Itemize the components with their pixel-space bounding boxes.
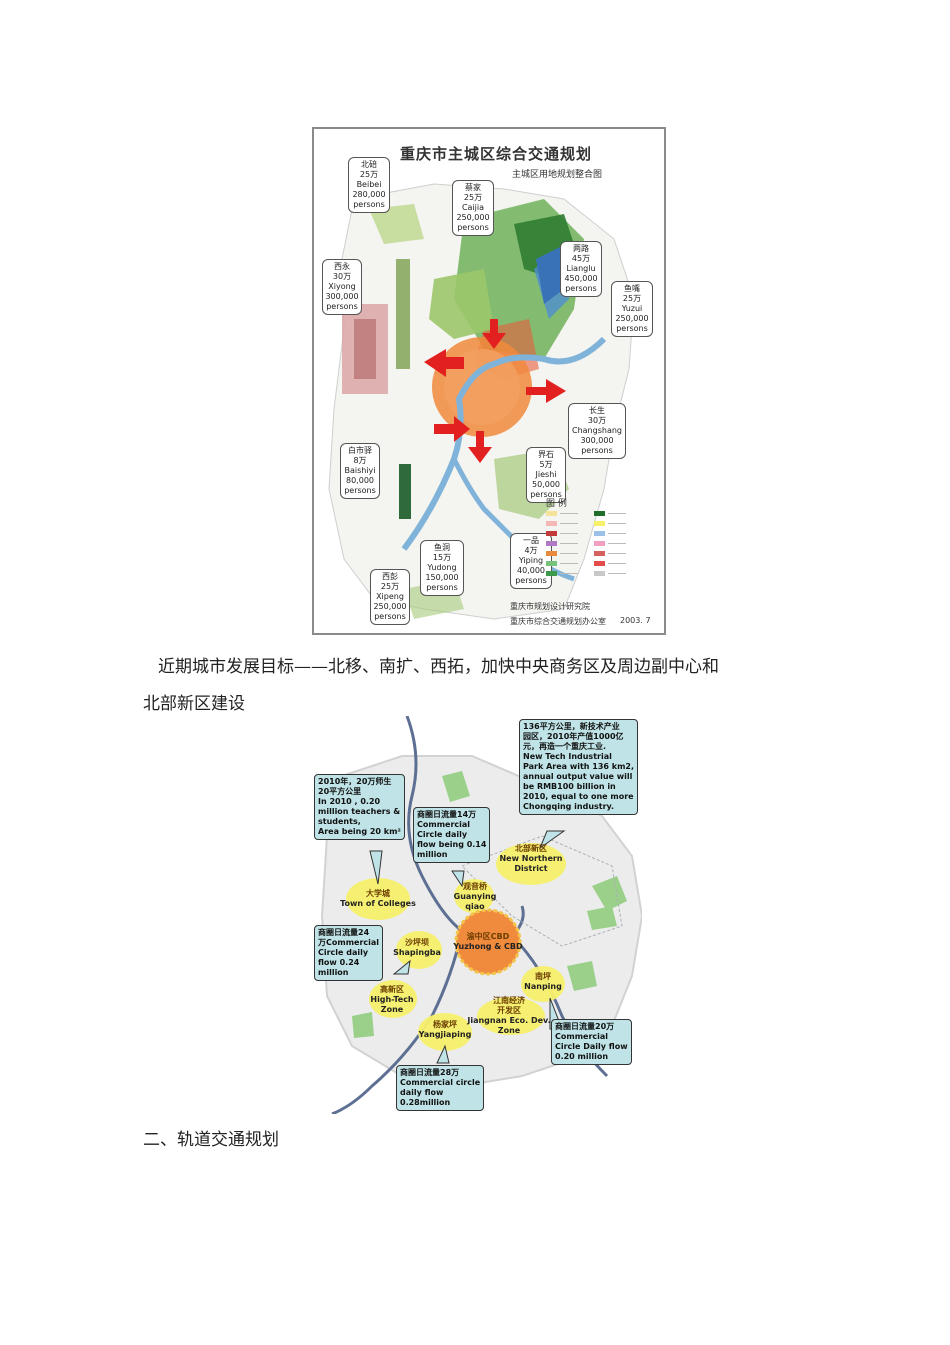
legend-swatch (594, 531, 605, 536)
legend-swatch (594, 551, 605, 556)
legend-swatch (546, 541, 557, 546)
legend-label (560, 553, 578, 554)
bubble-new-tech-park: 136平方公里，新技术产业园区，2010年产值1000亿元，再造一个重庆工业.N… (519, 719, 639, 815)
map-subtitle: 主城区用地规划整合图 (512, 170, 603, 180)
map-title: 重庆市主城区综合交通规划 (400, 145, 593, 163)
footer-date: 2003. 7 (620, 616, 651, 625)
legend-label (608, 553, 626, 554)
section-heading: 二、轨道交通规划 (143, 1130, 279, 1150)
paragraph-line-1: 近期城市发展目标——北移、南扩、西拓，加快中央商务区及周边副中心和 (158, 657, 719, 677)
legend-swatch (594, 521, 605, 526)
legend-label (560, 513, 578, 514)
footer-org2: 重庆市综合交通规划办公室 (510, 617, 606, 626)
map-graphic (328, 183, 635, 620)
legend-swatch (594, 541, 605, 546)
paragraph-line-2: 北部新区建设 (143, 694, 245, 714)
legend-swatch (594, 561, 605, 566)
legend-swatch (546, 531, 557, 536)
legend-swatch (546, 561, 557, 566)
footer-org1: 重庆市规划设计研究院 (510, 602, 590, 611)
legend-swatch (546, 551, 557, 556)
legend-swatch (546, 571, 557, 576)
legend-label (608, 513, 626, 514)
legend-label (560, 573, 578, 574)
legend-swatch (546, 511, 557, 516)
legend-swatch (594, 511, 605, 516)
legend-label (608, 573, 626, 574)
legend-title: 图 例 (546, 499, 567, 509)
legend-swatch (594, 571, 605, 576)
legend-label (608, 543, 626, 544)
legend-label (608, 563, 626, 564)
legend-label (608, 523, 626, 524)
legend-label (560, 543, 578, 544)
legend-label (560, 563, 578, 564)
legend-label (560, 533, 578, 534)
legend-label (560, 523, 578, 524)
legend-swatch (546, 521, 557, 526)
legend-label (608, 533, 626, 534)
